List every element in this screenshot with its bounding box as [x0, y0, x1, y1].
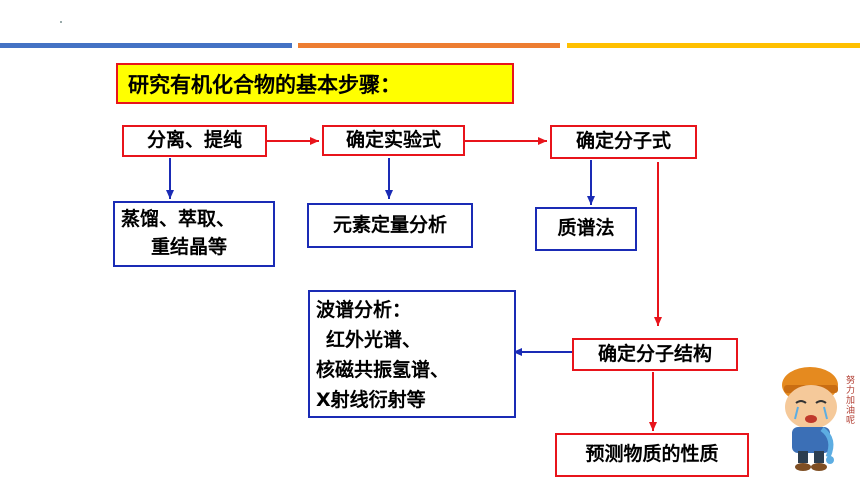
header-stripe-yellow	[567, 43, 860, 48]
header-stripe-orange	[298, 43, 560, 48]
method-separation: 蒸馏、萃取、 重结晶等	[113, 201, 275, 267]
method-separation-line-2: 重结晶等	[151, 236, 228, 258]
step-predict-properties: 预测物质的性质	[555, 433, 749, 477]
step-separation-label: 分离、提纯	[146, 129, 242, 152]
step-structure-label: 确定分子结构	[597, 342, 712, 365]
step-separation: 分离、提纯	[122, 125, 267, 157]
method-empirical-label: 元素定量分析	[332, 213, 447, 236]
method-structure-line-2: 红外光谱、	[326, 329, 422, 351]
header-stripe-blue	[0, 43, 292, 48]
step-empirical-label: 确定实验式	[345, 128, 441, 151]
method-structure-line-3: 核磁共振氢谱、	[316, 359, 450, 381]
tiny-dot	[60, 21, 62, 23]
method-structure-line-1: 波谱分析：	[316, 299, 412, 321]
method-separation-line-1: 蒸馏、萃取、	[121, 208, 236, 230]
step-empirical-formula: 确定实验式	[322, 125, 465, 156]
method-structure-line-4: X射线衍射等	[316, 389, 426, 411]
method-molecular-label: 质谱法	[557, 217, 615, 240]
step-predict-label: 预测物质的性质	[585, 443, 719, 466]
step-molecular-formula: 确定分子式	[550, 125, 697, 159]
crying-boy-cartoon-icon: 努 力 加 油 呢	[782, 367, 858, 471]
method-spectral-analysis: 波谱分析： 红外光谱、 核磁共振氢谱、 X射线衍射等	[308, 290, 516, 418]
step-molecular-structure: 确定分子结构	[572, 338, 738, 371]
method-mass-spectrometry: 质谱法	[535, 207, 637, 251]
step-molecular-label: 确定分子式	[575, 130, 671, 153]
method-elemental-analysis: 元素定量分析	[307, 203, 473, 248]
sticker-text: 努 力 加 油 呢	[846, 374, 858, 426]
slide-title: 研究有机化合物的基本步骤：	[116, 63, 514, 104]
